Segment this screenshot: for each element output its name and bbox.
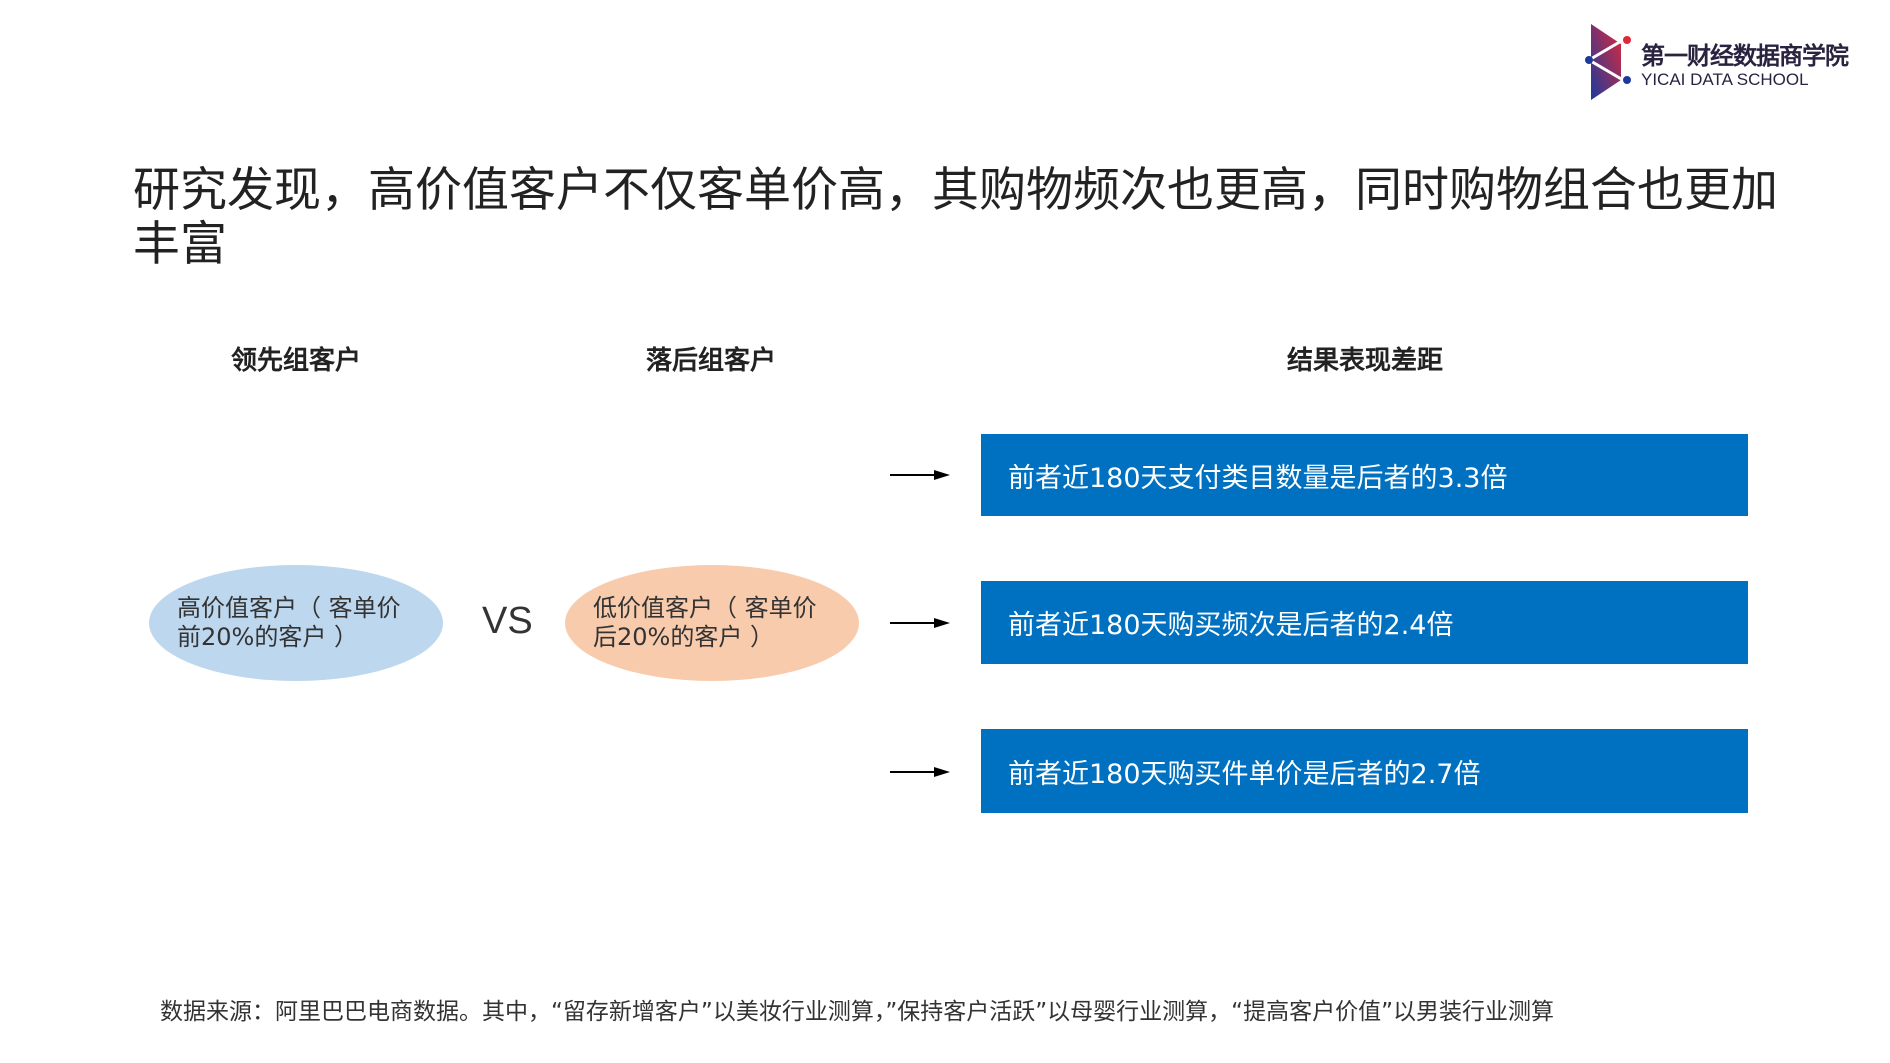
logo-text-en: YICAI DATA SCHOOL: [1641, 70, 1809, 89]
header-results: 结果表现差距: [1286, 346, 1444, 376]
result-box-frequency: 前者近180天购买频次是后者的2.4倍: [981, 581, 1748, 664]
high-value-label: 高价值客户（ 客单价前20%的客户 ）: [177, 594, 401, 651]
logo-mark-icon: [1585, 24, 1631, 100]
logo-text-cn: 第一财经数据商学院: [1641, 42, 1849, 70]
result-box-categories: 前者近180天支付类目数量是后者的3.3倍: [981, 434, 1748, 516]
low-value-label: 低价值客户（ 客单价后20%的客户 ）: [593, 594, 817, 651]
page-title: 研究发现，高价值客户不仅客单价高，其购物频次也更高，同时购物组合也更加丰富: [133, 163, 1778, 272]
header-leading-group: 领先组客户: [230, 346, 362, 376]
result-text: 前者近180天购买频次是后者的2.4倍: [1008, 610, 1454, 641]
arrow-right-icon: [890, 470, 950, 480]
high-value-customer-ellipse: 高价值客户（ 客单价前20%的客户 ）: [149, 565, 443, 681]
low-value-customer-ellipse: 低价值客户（ 客单价后20%的客户 ）: [565, 565, 859, 681]
result-text: 前者近180天购买件单价是后者的2.7倍: [1008, 758, 1481, 790]
vs-label: VS: [482, 600, 533, 642]
result-box-unit-price: 前者近180天购买件单价是后者的2.7倍: [981, 729, 1748, 813]
result-text: 前者近180天支付类目数量是后者的3.3倍: [1008, 462, 1508, 494]
data-source-note: 数据来源：阿里巴巴电商数据。其中，“留存新增客户”以美妆行业测算，”保持客户活跃…: [160, 999, 1554, 1025]
yicai-logo: 第一财经数据商学院 YICAI DATA SCHOOL: [1585, 22, 1875, 102]
arrow-right-icon: [890, 618, 950, 628]
arrow-right-icon: [890, 767, 950, 777]
header-lagging-group: 落后组客户: [645, 346, 777, 376]
